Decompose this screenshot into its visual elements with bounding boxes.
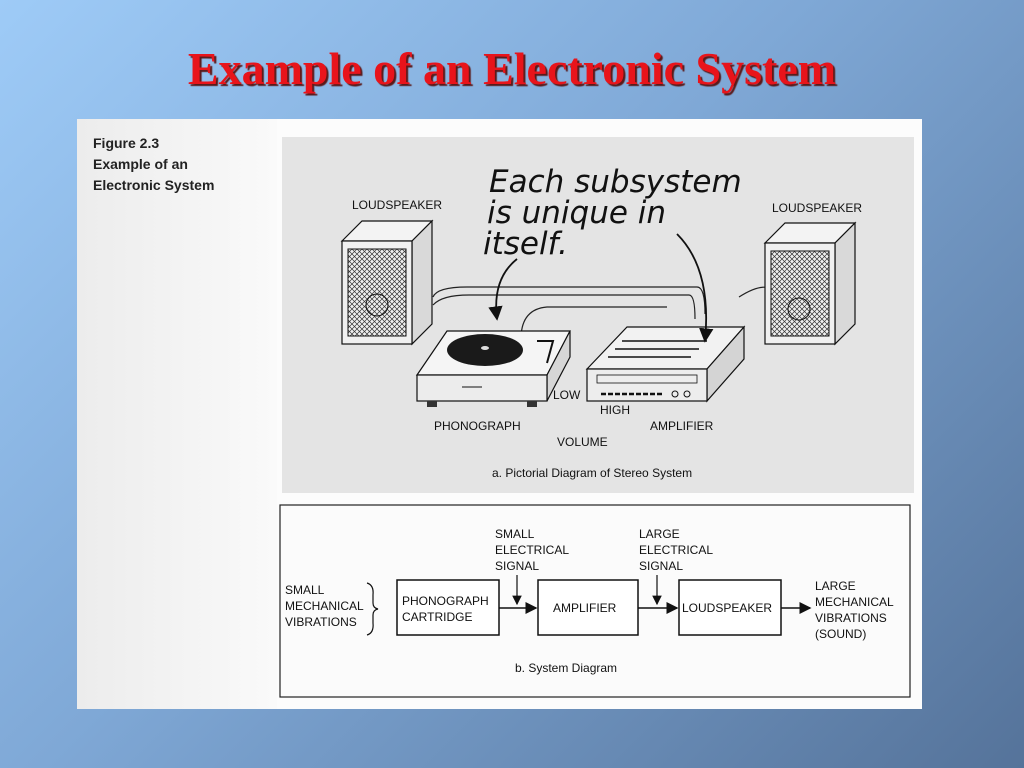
signal1-line1: SMALL (495, 527, 535, 541)
handwritten-line2: is unique in (487, 195, 666, 231)
block3-label: LOUDSPEAKER (682, 601, 772, 615)
amplifier-block (537, 579, 639, 636)
figure-caption-line1: Example of an (93, 156, 188, 172)
signal1-line3: SIGNAL (495, 559, 539, 573)
phonograph-drawing (415, 330, 571, 407)
signal2-line1: LARGE (639, 527, 680, 541)
phonograph-cartridge-block (396, 579, 500, 636)
input-line2: MECHANICAL (285, 599, 364, 613)
block1-line1: PHONOGRAPH (402, 594, 489, 608)
signal2-line2: ELECTRICAL (639, 543, 713, 557)
output-line1: LARGE (815, 579, 856, 593)
output-line3: VIBRATIONS (815, 611, 887, 625)
amplifier-label: AMPLIFIER (650, 419, 714, 433)
loudspeaker-right-label: LOUDSPEAKER (772, 201, 862, 215)
slide-title: Example of an Electronic System (187, 43, 837, 94)
figure-caption: Figure 2.3 Example of an Electronic Syst… (93, 133, 214, 196)
signal1-line2: ELECTRICAL (495, 543, 569, 557)
volume-label: VOLUME (557, 435, 608, 449)
input-line1: SMALL (285, 583, 325, 597)
figure-label: Figure 2.3 (93, 135, 160, 151)
note-arrow-to-phonograph (488, 258, 518, 321)
phonograph-label: PHONOGRAPH (434, 419, 521, 433)
block1-line2: CARTRIDGE (402, 610, 472, 624)
note-arrow-to-amplifier (676, 233, 714, 343)
loudspeaker-block (678, 579, 782, 636)
handwritten-line1: Each subsystem (489, 164, 742, 200)
scanned-figure: Figure 2.3 Example of an Electronic Syst… (77, 119, 922, 709)
pictorial-caption: a. Pictorial Diagram of Stereo System (492, 466, 692, 480)
input-line3: VIBRATIONS (285, 615, 357, 629)
block2-label: AMPLIFIER (553, 601, 617, 615)
page-shadow (77, 119, 277, 709)
high-label: HIGH (600, 403, 630, 417)
loudspeaker-left-label: LOUDSPEAKER (352, 198, 442, 212)
handwritten-line3: itself. (483, 226, 568, 262)
signal2-line3: SIGNAL (639, 559, 683, 573)
figure-caption-line2: Electronic System (93, 177, 215, 193)
low-label: LOW (553, 388, 581, 402)
right-loudspeaker-drawing (763, 221, 857, 346)
diagram-svg: LOUDSPEAKER LOUDSPEAKER PHONOGRAPH (279, 137, 914, 698)
output-line4: (SOUND) (815, 627, 866, 641)
output-line2: MECHANICAL (815, 595, 894, 609)
input-brace (366, 582, 379, 636)
system-caption: b. System Diagram (515, 661, 617, 675)
left-loudspeaker-drawing (340, 219, 434, 346)
